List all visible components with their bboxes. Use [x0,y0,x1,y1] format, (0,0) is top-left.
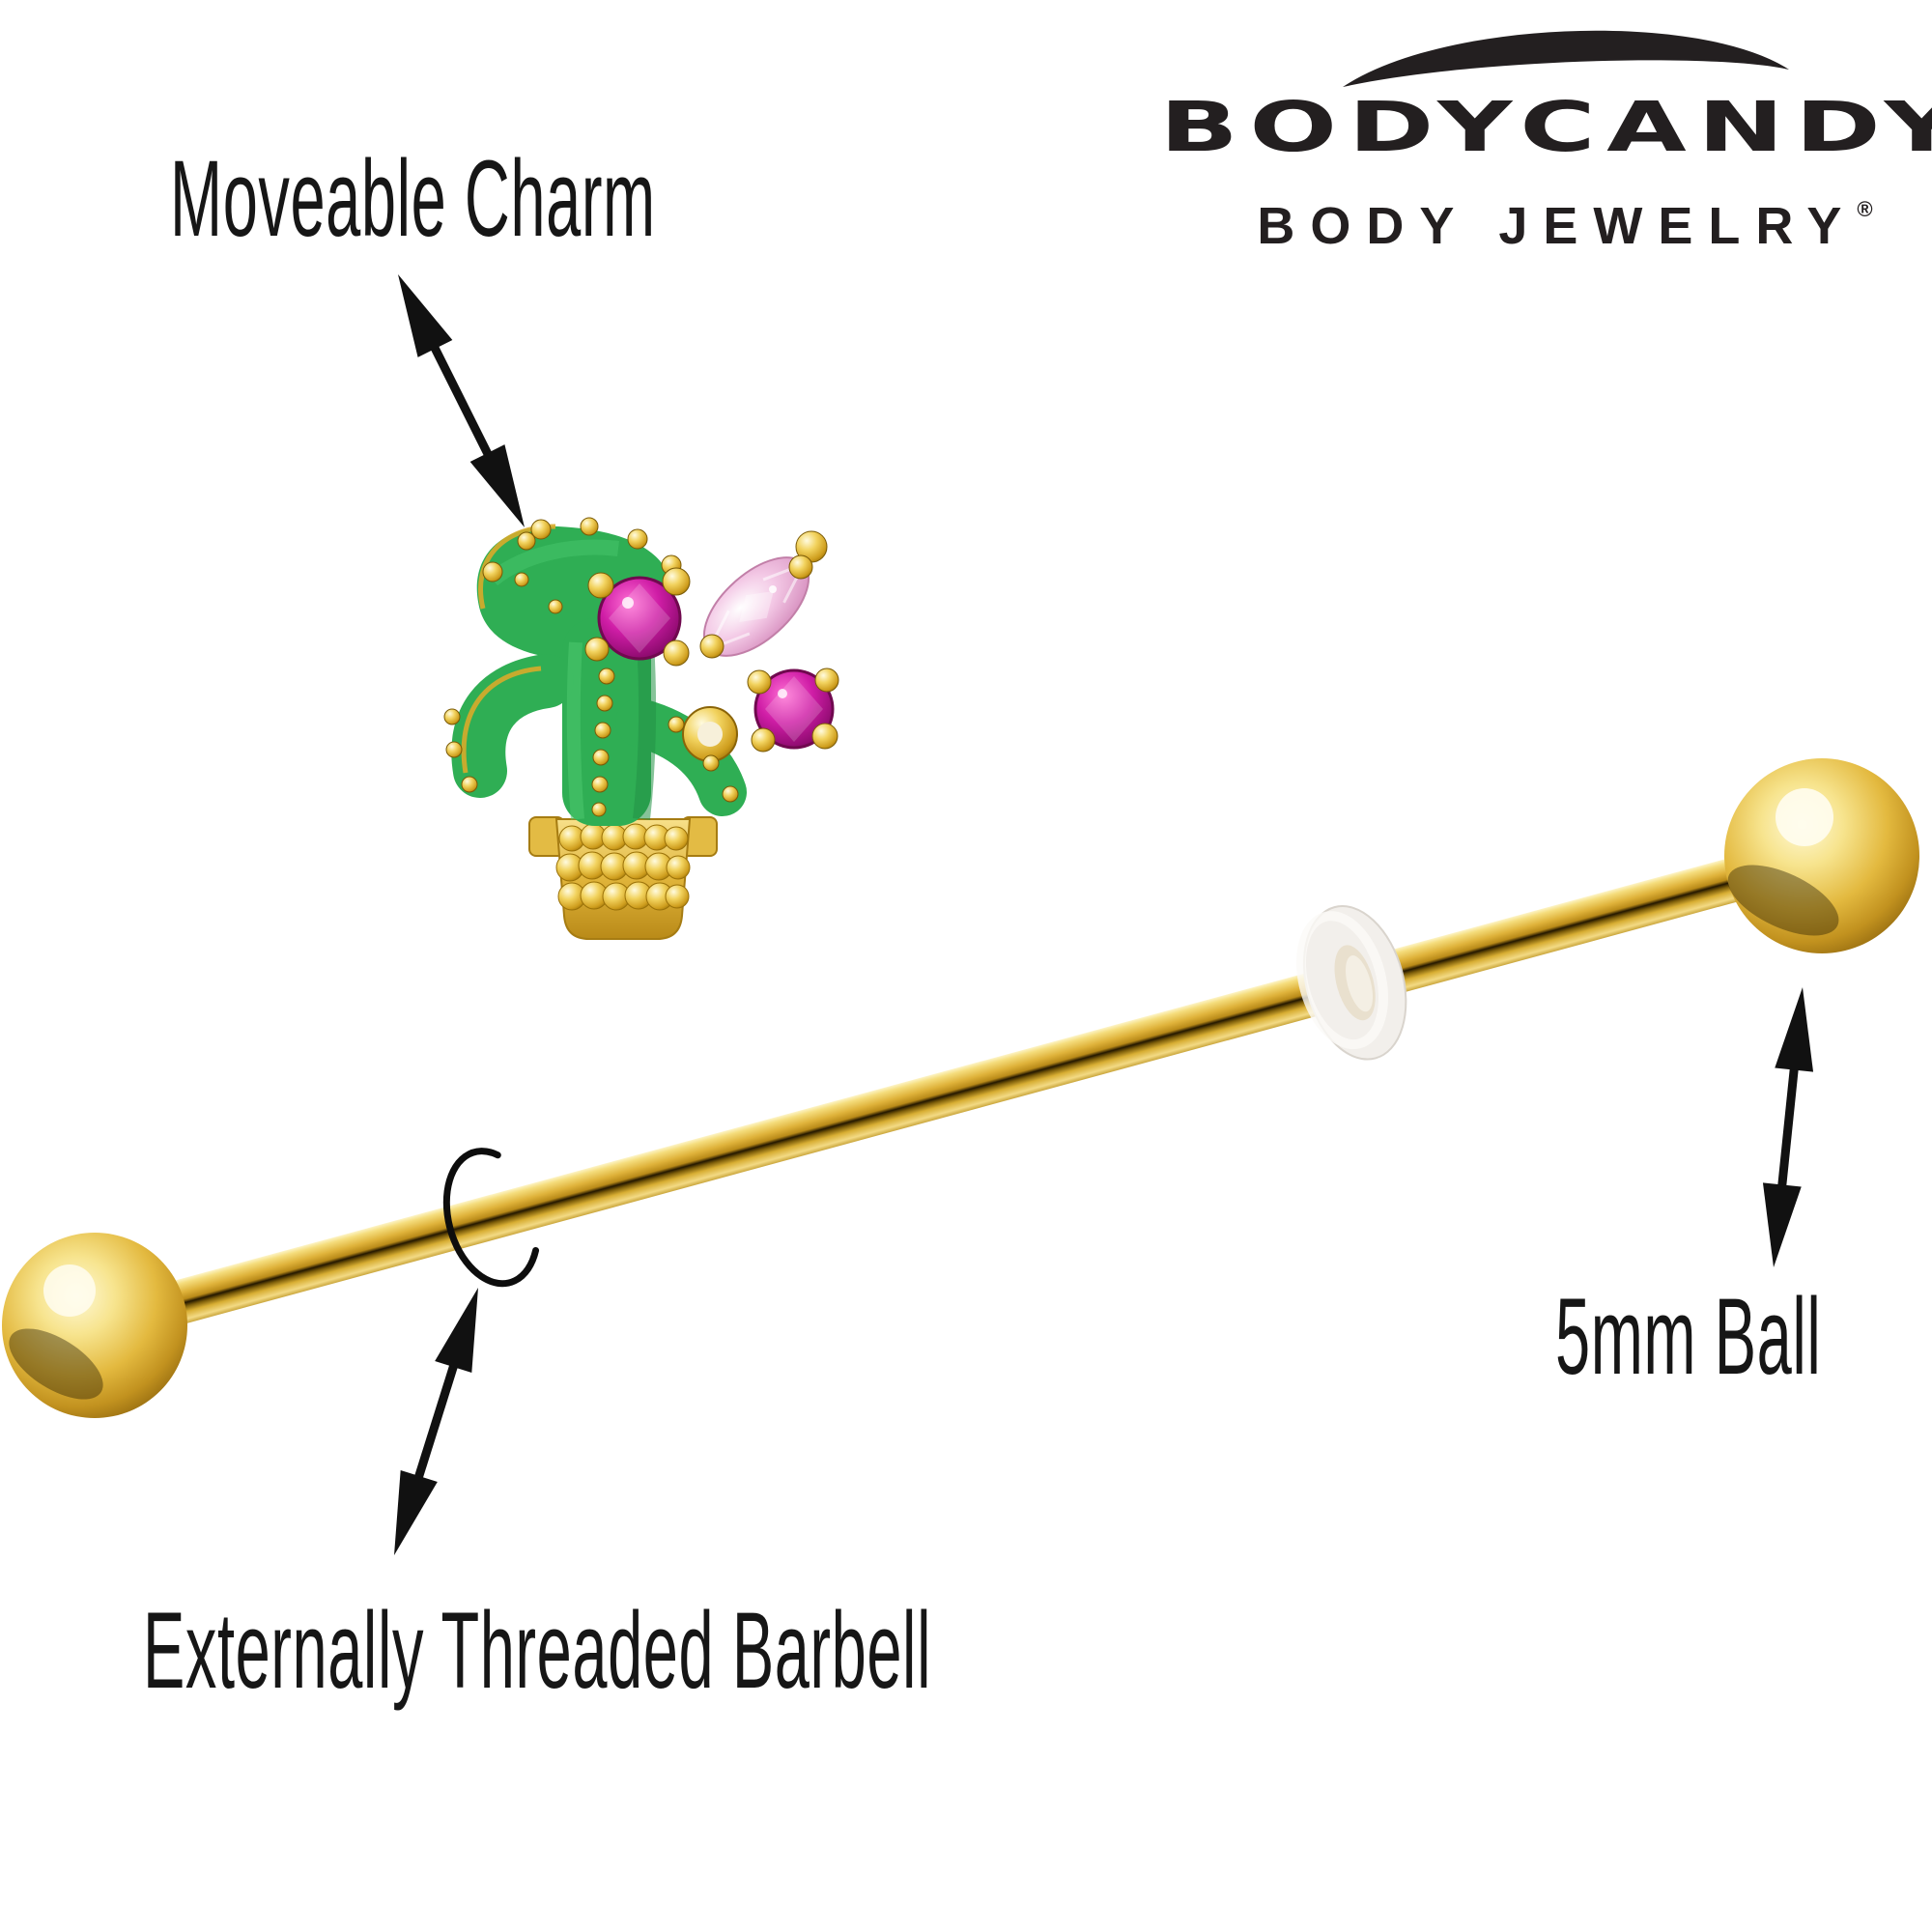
annotation-arrow [398,274,525,527]
logo-swoosh-icon [1343,30,1789,87]
sparkle [769,585,777,593]
charm-gems [584,530,839,753]
annotation-arrow [394,1288,478,1555]
barbell-ball-left [2,1233,187,1418]
logo-tagline-text: BODY JEWELRY [1257,197,1858,255]
ball-size-label: 5mm Ball [1555,1276,1822,1397]
o-ring [1295,905,1407,1061]
thread-marker [442,1148,540,1288]
charm-pot [554,818,692,940]
fuchsia-gem-left [597,576,682,661]
registered-mark: ® [1857,197,1873,221]
bodycandy-logo: BODYCANDY BODY JEWELRY® [1159,10,1932,255]
logo-tagline: BODY JEWELRY® [1198,197,1932,255]
charm-bail-loop [682,706,738,762]
threading-label: Externally Threaded Barbell [143,1590,932,1711]
industrial-barbell [2,758,1919,1418]
logo-brand-text: BODYCANDY [1159,86,1932,168]
gem-prong-beads [584,530,839,753]
annotation-arrow [1762,987,1814,1267]
fuchsia-gem-right [753,668,835,750]
moveable-charm-label: Moveable Charm [170,138,656,259]
cactus-spine-beads [443,517,739,817]
cactus-charm [443,517,839,940]
barbell-ball-right [1724,758,1919,953]
cactus-body [451,524,747,826]
